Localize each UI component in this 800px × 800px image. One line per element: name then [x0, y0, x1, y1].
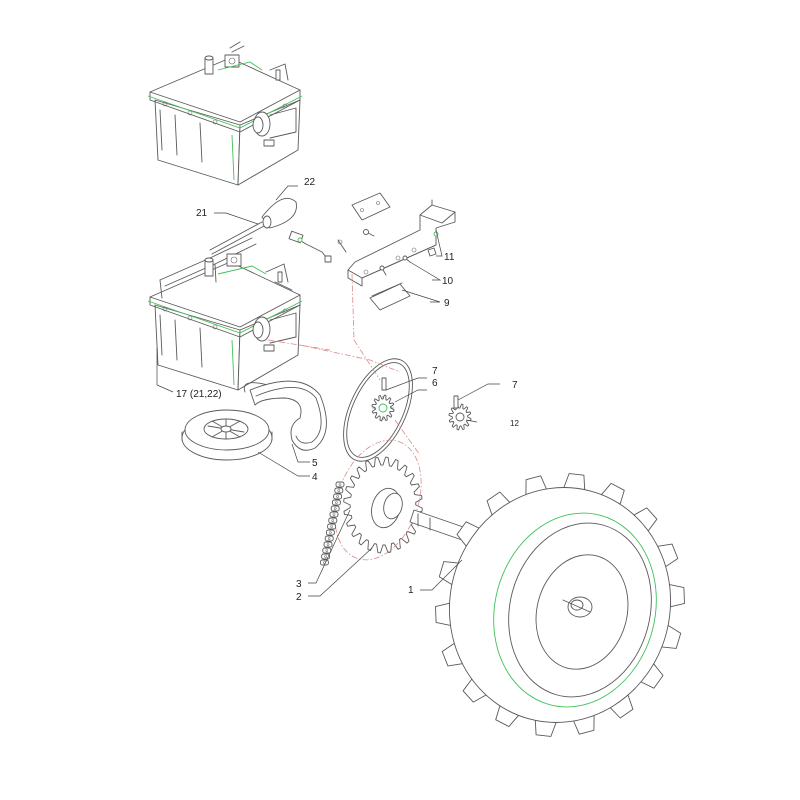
chain-pin	[329, 531, 332, 534]
chain-pin	[326, 543, 330, 546]
tire-tread-lug	[669, 584, 685, 608]
chain-pin	[333, 507, 337, 510]
chain-link	[328, 517, 338, 524]
chain-pin	[331, 519, 335, 522]
callout-17: 17 (21,22)	[176, 389, 222, 400]
chain-link	[335, 481, 345, 488]
chain-pin	[330, 525, 333, 528]
chain-pin	[338, 483, 342, 486]
callout-22: 22	[304, 177, 316, 188]
callout-11: 11	[444, 252, 455, 263]
disc-with-sprocket	[267, 339, 421, 462]
tire-tread-lug	[435, 602, 451, 626]
chain-link	[324, 535, 334, 542]
callout-2: 2	[296, 592, 302, 603]
leader-lines	[156, 185, 500, 597]
callout-21: 21	[196, 208, 208, 219]
callout-10: 10	[442, 276, 454, 287]
chain-pin	[324, 555, 327, 558]
drive-chain	[319, 481, 345, 566]
chain-link	[330, 505, 340, 512]
pulley-and-belt	[181, 380, 327, 461]
callout-1: 1	[408, 585, 414, 596]
chain-pin	[327, 537, 331, 540]
callout-7-right: 7	[512, 380, 518, 391]
chain-pin	[337, 489, 341, 492]
chain-link	[329, 511, 339, 518]
callout-labels: 22 21 11 10 9 17 (21,22) 7 6 7 12 5 4 3 …	[176, 177, 519, 603]
chain-pin	[336, 495, 339, 498]
callout-6: 6	[432, 378, 438, 389]
callout-9: 9	[444, 298, 450, 309]
callout-7-upper: 7	[432, 366, 438, 377]
callout-5: 5	[312, 458, 318, 469]
chain-link	[323, 541, 333, 548]
axle-and-wheel	[409, 473, 685, 737]
gearbox-main	[147, 237, 303, 391]
callout-4: 4	[312, 472, 318, 483]
control-cable-and-knob	[209, 197, 347, 263]
gearbox-top	[147, 41, 303, 186]
callout-12: 12	[510, 419, 519, 428]
chain-pin	[332, 513, 336, 516]
chain-link	[322, 547, 332, 554]
chain-link	[333, 493, 343, 500]
mounting-bracket	[347, 192, 456, 341]
chain-link	[327, 523, 337, 530]
disc-sprocket-hub	[378, 403, 388, 413]
chain-link	[331, 499, 341, 506]
chain-pin	[325, 549, 329, 552]
chain-link	[334, 487, 344, 494]
small-sprocket-12	[448, 395, 472, 431]
callout-3: 3	[296, 579, 302, 590]
chain-pin	[335, 501, 338, 504]
chain-link	[325, 529, 335, 536]
